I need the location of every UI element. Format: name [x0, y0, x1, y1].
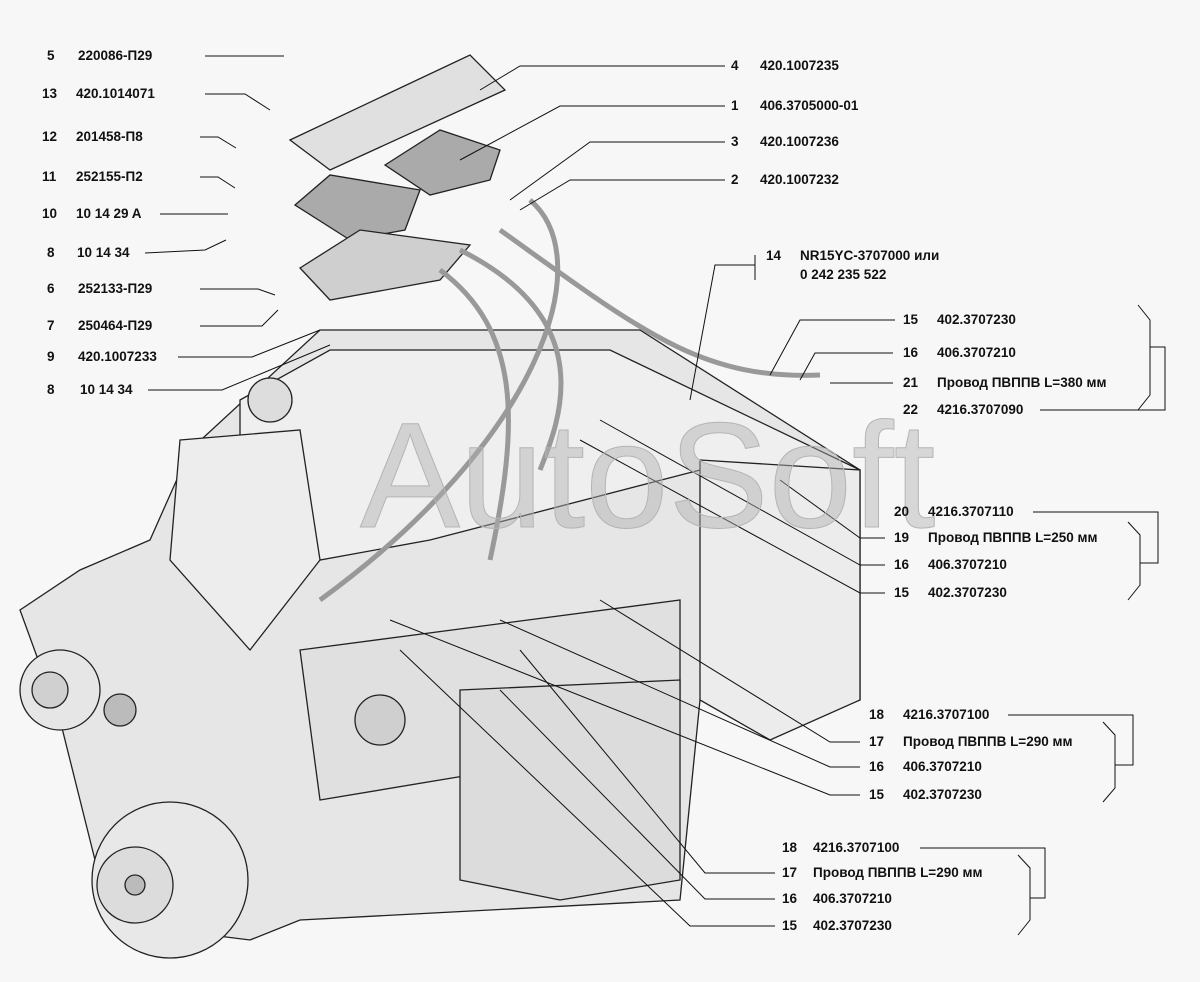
callout-num: 8 — [47, 245, 55, 260]
callout-num: 2 — [731, 172, 739, 187]
callout-num: 6 — [47, 281, 55, 296]
callout-code: Провод ПВППВ L=380 мм — [937, 375, 1107, 390]
callout-code: 402.3707230 — [937, 312, 1016, 327]
callout-num: 5 — [47, 48, 55, 63]
callout-code: 420.1007232 — [760, 172, 839, 187]
callout-num: 14 — [766, 248, 782, 263]
callout-code: 4216.3707090 — [937, 402, 1024, 417]
callout-num: 10 — [42, 206, 58, 221]
callout-code: Провод ПВППВ L=250 мм — [928, 530, 1098, 545]
callout-code: 10 14 34 — [77, 245, 130, 260]
callout-code: 406.3707210 — [928, 557, 1007, 572]
callout-code: 10 14 34 — [80, 382, 133, 397]
callout-num: 18 — [782, 840, 798, 855]
callout-code: 406.3707210 — [903, 759, 982, 774]
callout-num: 12 — [42, 129, 58, 144]
callout-code: 420.1007233 — [78, 349, 157, 364]
callout-code: 10 14 29 A — [76, 206, 142, 221]
callout-code-alt: 0 242 235 522 — [800, 267, 887, 282]
callout-code: 4216.3707100 — [813, 840, 900, 855]
callout-code: 406.3707210 — [937, 345, 1016, 360]
callout-code: 402.3707230 — [813, 918, 892, 933]
callout-num: 3 — [731, 134, 739, 149]
callout-code: Провод ПВППВ L=290 мм — [813, 865, 983, 880]
callout-code: 406.3707210 — [813, 891, 892, 906]
callout-code: 402.3707230 — [903, 787, 982, 802]
callout-num: 17 — [782, 865, 798, 880]
callout-code: 250464-П29 — [78, 318, 153, 333]
callout-num: 16 — [894, 557, 910, 572]
callout-code: 402.3707230 — [928, 585, 1007, 600]
callout-num: 16 — [869, 759, 885, 774]
callout-num: 9 — [47, 349, 55, 364]
callout-num: 13 — [42, 86, 58, 101]
callout-code: NR15YC-3707000 или — [800, 248, 940, 263]
callout-num: 16 — [903, 345, 919, 360]
callout-num: 4 — [731, 58, 739, 73]
callout-code: 220086-П29 — [78, 48, 153, 63]
callout-code: 406.3705000-01 — [760, 98, 859, 113]
callout-num: 20 — [894, 504, 910, 519]
leader-lines — [144, 55, 1166, 936]
engine-block — [19, 329, 861, 941]
callout-code: Провод ПВППВ L=290 мм — [903, 734, 1073, 749]
callout-num: 15 — [869, 787, 885, 802]
ignition-wires — [318, 198, 821, 603]
callout-num: 19 — [894, 530, 910, 545]
callout-num: 17 — [869, 734, 885, 749]
callout-num: 16 — [782, 891, 798, 906]
callout-code: 252133-П29 — [78, 281, 153, 296]
callout-code: 201458-П8 — [76, 129, 143, 144]
callout-code: 4216.3707110 — [928, 504, 1014, 519]
watermark: AutoSoft — [359, 391, 936, 559]
callout-code: 420.1007235 — [760, 58, 839, 73]
callout-num: 15 — [903, 312, 919, 327]
callout-num: 15 — [894, 585, 910, 600]
callout-code: 4216.3707100 — [903, 707, 990, 722]
callout-num: 1 — [731, 98, 739, 113]
callout-num: 22 — [903, 402, 919, 417]
callout-num: 18 — [869, 707, 885, 722]
callout-num: 11 — [42, 169, 57, 184]
coil-cover-plate — [288, 54, 507, 171]
callout-num: 8 — [47, 382, 55, 397]
callout-code: 420.1014071 — [76, 86, 155, 101]
callout-num: 21 — [903, 375, 919, 390]
callout-code: 252155-П2 — [76, 169, 143, 184]
callout-code: 420.1007236 — [760, 134, 839, 149]
pulleys — [19, 377, 406, 959]
ignition-coil-assembly — [288, 54, 507, 301]
callout-num: 15 — [782, 918, 798, 933]
callout-num: 7 — [47, 318, 55, 333]
